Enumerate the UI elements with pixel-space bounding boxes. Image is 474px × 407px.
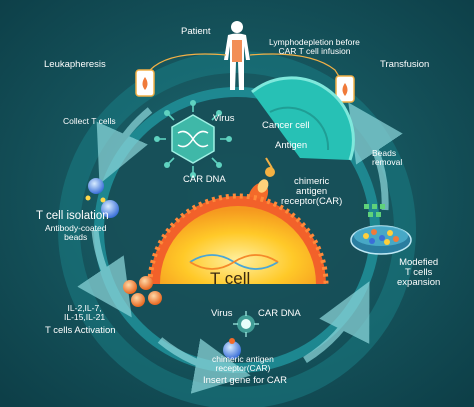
label-antibody-beads: Antibody-coated beads — [45, 224, 106, 242]
label-lymphodepletion: Lymphodepletion before CAR T cell infusi… — [269, 38, 360, 56]
label-car-bottom-line2: receptor(CAR) — [215, 362, 271, 373]
label-antigen: Antigen — [275, 140, 308, 151]
label-lymphodepletion-line2: CAR T cell infusion — [278, 45, 351, 56]
label-virus-top: Virus — [213, 113, 235, 124]
label-modified-line1: Modefied — [399, 257, 439, 268]
t-cell — [147, 193, 329, 285]
label-car-bottom: chimeric antigen receptor(CAR) — [212, 355, 274, 373]
label-interleukins: IL-2,IL-7, IL-15,IL-21 — [64, 304, 105, 322]
label-t-cell: T cell — [210, 269, 251, 288]
label-antibody-beads-line1: Antibody-coated — [45, 223, 107, 233]
flow-arrow-beads — [348, 102, 403, 211]
cancer-cell — [251, 76, 355, 161]
label-modified-expansion: Modefied T cells expansion — [397, 258, 440, 288]
petri-dish-icon — [350, 204, 412, 255]
label-car-top-line3: receptor(CAR) — [281, 195, 343, 207]
dna-strand-icon — [189, 254, 279, 270]
label-interleukins-line2: IL-15,IL-21 — [64, 311, 106, 322]
label-beads-removal-line1: Beads — [372, 148, 397, 158]
label-virus-bottom: Virus — [211, 308, 233, 319]
virus-icon-top — [154, 100, 232, 178]
label-modified-line3: expansion — [397, 276, 441, 288]
label-car-bottom-line1: chimeric antigen — [212, 354, 274, 364]
label-beads-removal-line2: removal — [372, 156, 403, 167]
label-lymphodepletion-line1: Lymphodepletion before — [269, 37, 360, 47]
label-car-dna-bottom: CAR DNA — [258, 308, 301, 319]
label-car-dna-top: CAR DNA — [183, 174, 226, 185]
label-transfusion: Transfusion — [380, 59, 430, 70]
flow-arrow-isolation — [77, 229, 132, 318]
virus-icon-bottom — [233, 311, 259, 337]
label-patient: Patient — [181, 26, 211, 37]
transfusion-bag-icon — [335, 75, 355, 103]
antigen-icon — [265, 157, 275, 177]
leukapheresis-bag-icon — [135, 69, 155, 97]
label-car-top: chimeric antigen receptor(CAR) — [281, 177, 342, 207]
patient-figure — [224, 21, 250, 90]
flow-arrow-collect — [96, 107, 153, 185]
label-modified-line2: T cells — [405, 266, 433, 278]
isolation-beads-icon — [85, 178, 119, 218]
label-car-top-line2: antigen — [296, 185, 328, 197]
label-beads-removal: Beads removal — [372, 149, 402, 167]
label-cancer-cell: Cancer cell — [262, 120, 310, 131]
transfusion-line — [249, 53, 341, 79]
modified-cell-bottom-icon — [223, 338, 241, 359]
flow-arrow-expansion — [303, 281, 370, 363]
label-antibody-beads-line2: beads — [64, 231, 88, 242]
label-insert-gene: Insert gene for CAR — [203, 375, 287, 386]
label-leukapheresis: Leukapheresis — [44, 59, 106, 70]
label-t-cell-isolation: T cell isolation — [36, 210, 109, 222]
flow-arrow-insert — [157, 337, 251, 394]
label-collect-t-cells: Collect T cells — [63, 116, 116, 126]
activation-cells-icon — [123, 276, 162, 307]
label-interleukins-line1: IL-2,IL-7, — [67, 303, 102, 313]
label-t-cells-activation: T cells Activation — [45, 325, 116, 336]
label-car-top-line1: chimeric — [293, 176, 330, 187]
